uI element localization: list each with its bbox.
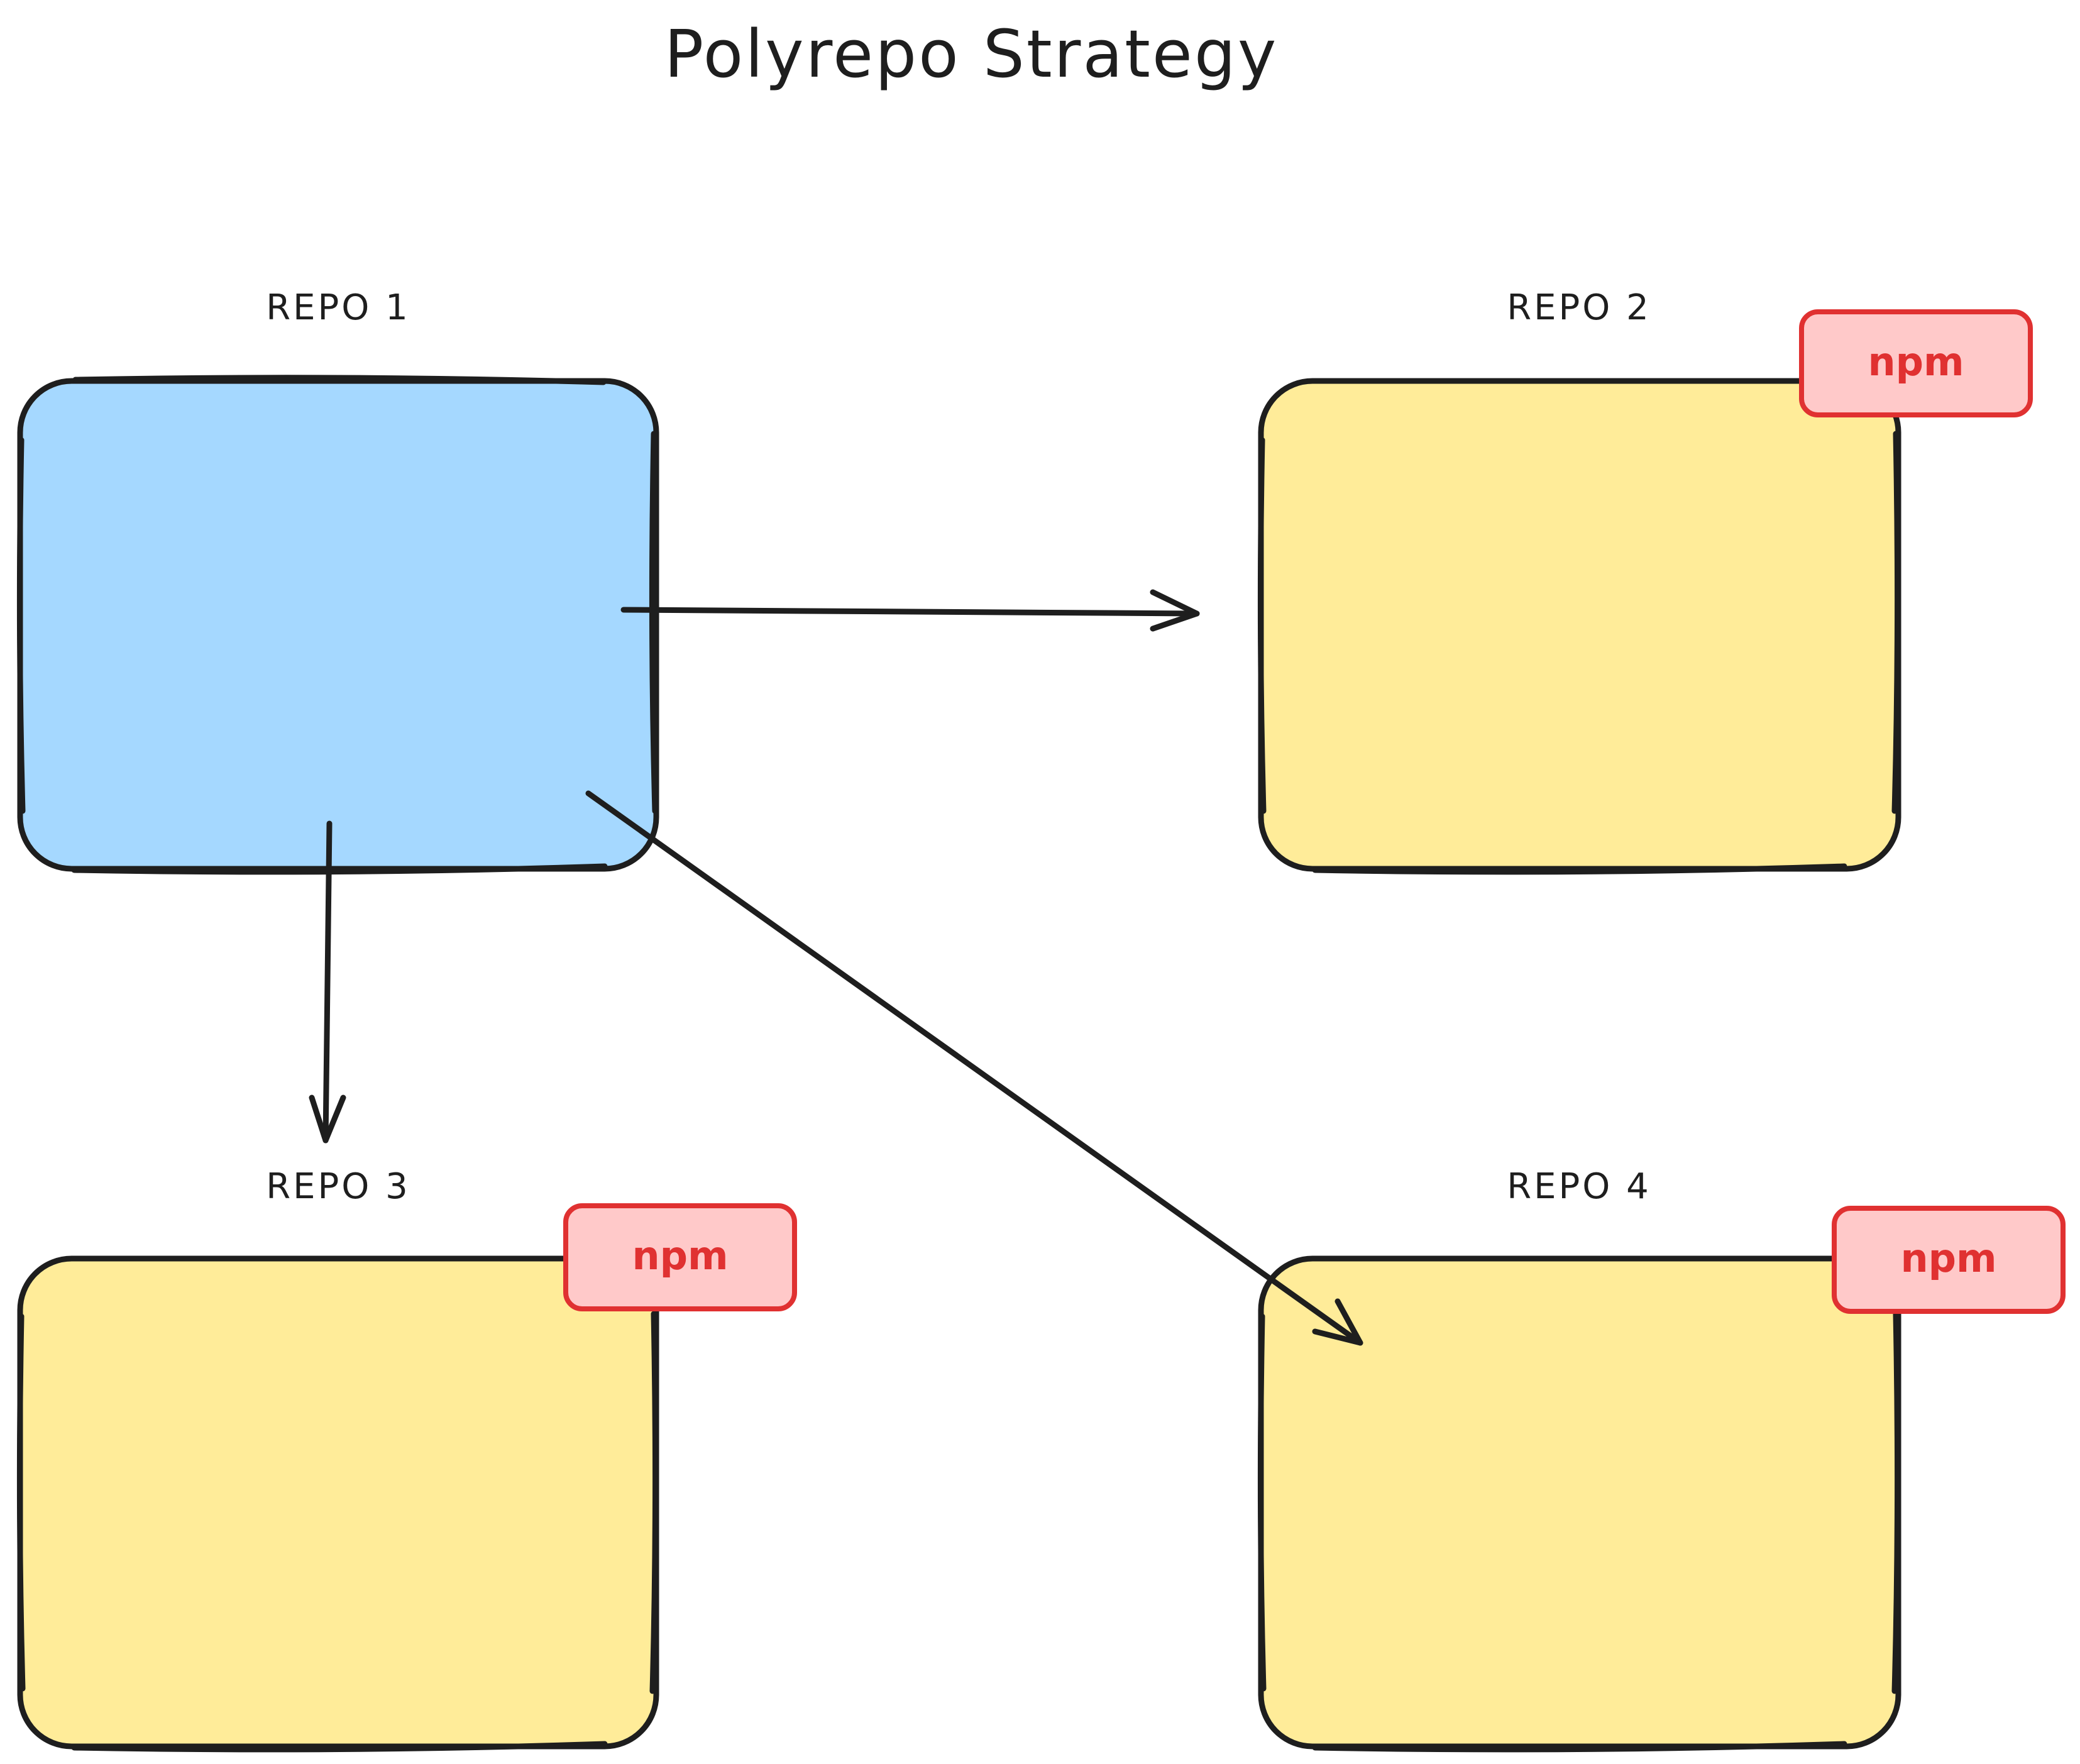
- repo-1-group[interactable]: REPO 1: [16, 287, 659, 875]
- repo-2-group[interactable]: REPO 2 npm: [1257, 287, 2033, 875]
- repo-4-npm-text: npm: [1900, 1235, 1996, 1281]
- diagram-title: Polyrepo Strategy: [664, 16, 1279, 92]
- arrow-repo1-to-repo4-head: [1312, 1298, 1363, 1346]
- repo-3-group[interactable]: REPO 3 npm: [16, 1166, 797, 1753]
- arrow-repo1-to-repo3-line: [322, 820, 333, 1144]
- repo-2-npm-badge: [1799, 309, 2033, 417]
- arrow-repo1-to-repo2: [620, 589, 1200, 632]
- repo-2-label: REPO 2: [1507, 287, 1651, 328]
- repo-2-box[interactable]: [1258, 378, 1901, 872]
- arrow-repo1-to-repo2-head: [1150, 589, 1200, 632]
- repo-4-npm-badge: [1832, 1206, 2066, 1314]
- repo-1-label: REPO 1: [266, 287, 410, 328]
- arrow-repo1-to-repo3: [309, 820, 346, 1144]
- repo-3-box[interactable]: [17, 1255, 659, 1750]
- repo-4-group[interactable]: REPO 4 npm: [1257, 1166, 2066, 1753]
- repo-3-label: REPO 3: [266, 1166, 410, 1207]
- arrow-repo1-to-repo2-line: [620, 607, 1200, 617]
- repo-2-npm-text: npm: [1868, 339, 1964, 385]
- arrow-repo1-to-repo3-head: [309, 1094, 346, 1144]
- repo-4-label: REPO 4: [1507, 1166, 1651, 1207]
- repo-3-npm-badge: [563, 1203, 797, 1311]
- repo-1-box[interactable]: [17, 378, 659, 872]
- arrow-repo1-to-repo4: [585, 790, 1363, 1346]
- repo-3-npm-text: npm: [632, 1233, 728, 1279]
- arrow-repo1-to-repo4-line: [585, 790, 1363, 1346]
